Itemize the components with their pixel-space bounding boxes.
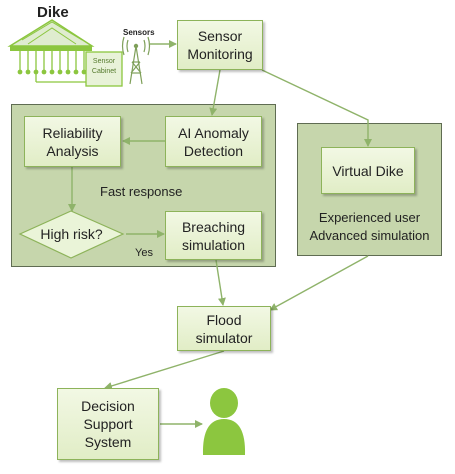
sensor-monitoring-text: Sensor Monitoring [187, 28, 253, 62]
arrow-monitoring-to-ai [209, 69, 221, 116]
arrow-virtual-dike-to-flood [269, 255, 369, 311]
decision-support-node: Decision Support System [57, 388, 159, 460]
reliability-analysis-text: Reliability Analysis [42, 124, 103, 159]
experienced-user-label: Experienced user Advanced simulation [309, 210, 430, 243]
user-icon [202, 388, 246, 455]
virtual-dike-text: Virtual Dike [332, 162, 404, 179]
antenna-icon [121, 36, 151, 85]
decision-support-text: Decision Support System [81, 398, 135, 450]
ai-anomaly-detection-node: AI Anomaly Detection [165, 116, 262, 167]
fast-response-label: Fast response [100, 184, 183, 199]
breaching-simulation-node: Breaching simulation [165, 211, 262, 260]
arrow-monitoring-to-virtual-dike [261, 69, 372, 147]
sensor-cabinet-label: Sensor Cabinet [91, 58, 117, 75]
reliability-analysis-node: Reliability Analysis [24, 116, 121, 167]
yes-label: Yes [135, 247, 153, 259]
virtual-dike-node: Virtual Dike [321, 147, 415, 194]
high-risk-diamond [18, 210, 125, 259]
dike-illustration [7, 19, 95, 83]
sensors-label: Sensors [123, 28, 155, 37]
high-risk-text: High risk? [40, 226, 103, 242]
flood-simulator-text: Flood simulator [195, 311, 253, 346]
ai-anomaly-detection-text: AI Anomaly Detection [178, 124, 249, 159]
dike-label: Dike [37, 4, 69, 21]
sensor-cabinet-box [85, 51, 123, 87]
arrow-breaching-to-flood [215, 259, 226, 306]
arrow-flood-to-dss [104, 350, 225, 390]
flood-simulator-node: Flood simulator [177, 306, 271, 351]
breaching-simulation-text: Breaching simulation [181, 218, 246, 253]
sensor-monitoring-node: Sensor Monitoring [177, 20, 263, 70]
